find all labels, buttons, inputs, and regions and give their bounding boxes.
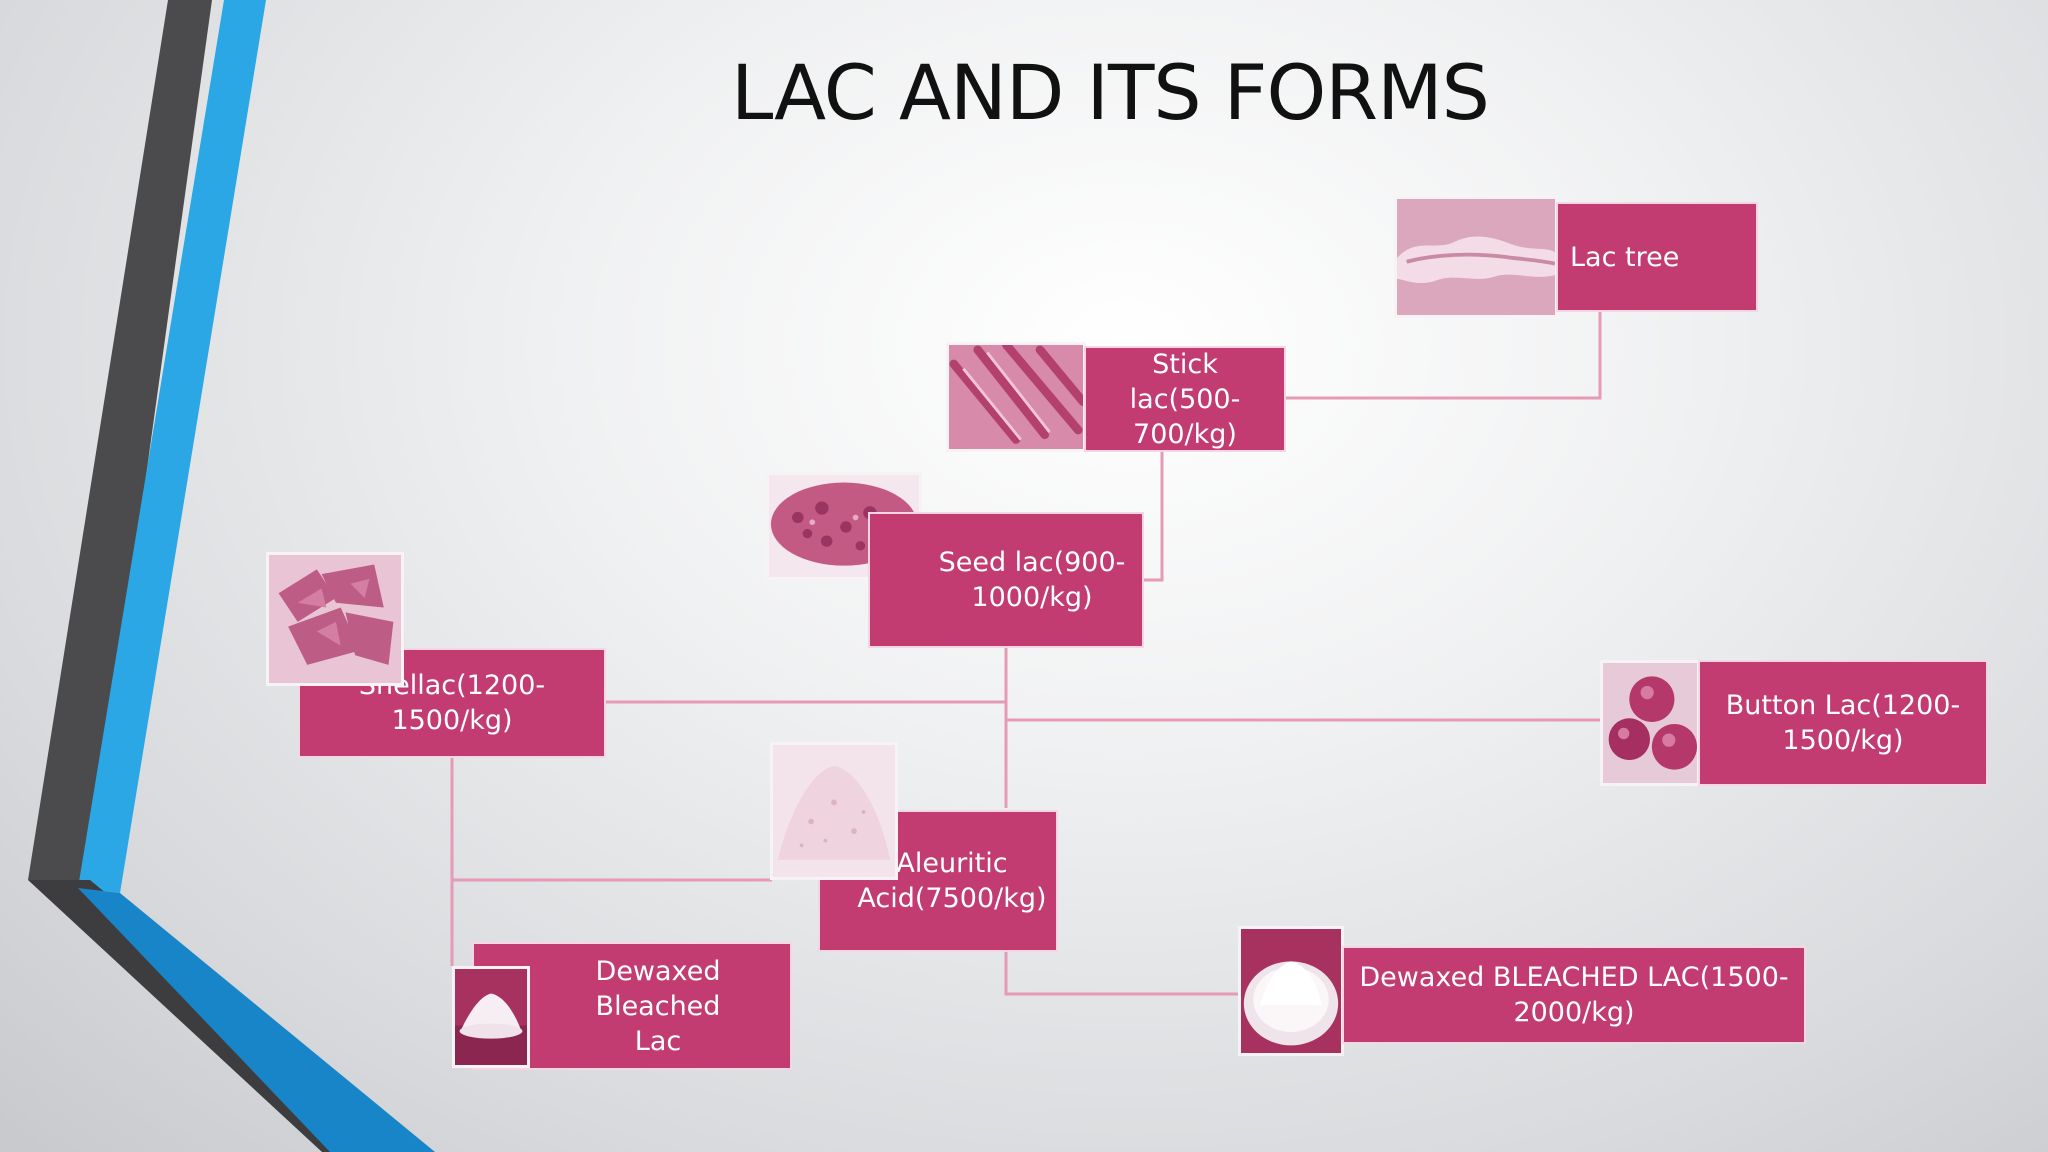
dewaxed-bleached-lac-thumbnail: [452, 966, 530, 1068]
node-shellac-label: Shellac(1200- 1500/kg): [358, 670, 546, 736]
node-dewaxed-bleached-lac-upper-label: Dewaxed BLEACHED LAC(1500- 2000/kg): [1359, 962, 1789, 1028]
stick-lac-thumbnail: [946, 342, 1086, 452]
connector-sticklac-to-seedlac: [1142, 452, 1164, 582]
connector-laclee-to-sticklac: [1286, 310, 1602, 400]
node-lac-tree: Lac tree: [1556, 202, 1758, 312]
bleached-lac-bowl-image: [1241, 929, 1341, 1053]
lac-encrusted-twig-image: [1397, 199, 1555, 315]
connector-to-dewaxed-upper: [1004, 950, 1240, 996]
blue-stripe: [78, 0, 266, 893]
blue-diagonal: [78, 888, 435, 1152]
page-title: LAC AND ITS FORMS: [731, 48, 1490, 137]
node-seed-lac-label: Seed lac(900- 1000/kg): [938, 547, 1126, 613]
node-button-lac-label: Button Lac(1200- 1500/kg): [1725, 690, 1961, 756]
node-dewaxed-bleached-lac-upper: Dewaxed BLEACHED LAC(1500- 2000/kg): [1342, 946, 1806, 1044]
aleuritic-acid-thumbnail: [770, 742, 898, 880]
node-lac-tree-label: Lac tree: [1570, 241, 1680, 273]
gray-stripe: [28, 0, 212, 880]
button-lac-thumbnail: [1600, 660, 1700, 786]
shellac-flakes-image: [269, 555, 401, 683]
bleached-lac-powder-image: [455, 969, 527, 1065]
node-stick-lac: Stick lac(500- 700/kg): [1084, 346, 1286, 452]
node-button-lac: Button Lac(1200- 1500/kg): [1698, 660, 1988, 786]
node-dewaxed-bleached-lac-label: Dewaxed Bleached Lac: [595, 955, 721, 1057]
button-lac-discs-image: [1603, 663, 1697, 783]
stick-lac-image: [949, 345, 1083, 449]
aleuritic-acid-powder-image: [773, 745, 895, 877]
node-stick-lac-label: Stick lac(500- 700/kg): [1129, 348, 1241, 450]
lac-tree-thumbnail: [1394, 196, 1558, 318]
seed-lac-granules-image: [769, 475, 919, 577]
node-aleuritic-acid-label: Aleuritic Acid(7500/kg): [857, 848, 1047, 914]
dewaxed-bleached-upper-thumbnail: [1238, 926, 1344, 1056]
node-seed-lac: Seed lac(900- 1000/kg): [868, 512, 1144, 648]
shellac-thumbnail: [266, 552, 404, 686]
